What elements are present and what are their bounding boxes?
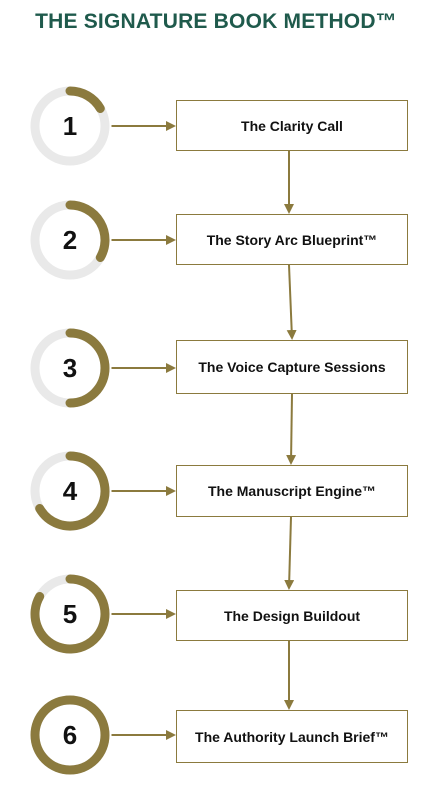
step-number-2: 2 [63, 225, 77, 255]
step-box-1: The Clarity Call [176, 100, 408, 151]
connectors [111, 121, 297, 740]
step-box-6: The Authority Launch Brief™ [176, 710, 408, 763]
step-box-3: The Voice Capture Sessions [176, 340, 408, 394]
step-box-5: The Design Buildout [176, 590, 408, 641]
ring-progress-2 [65, 200, 110, 262]
ring-progress-5 [30, 574, 110, 654]
arrow-to-next-2 [286, 264, 297, 340]
step-label-6: The Authority Launch Brief™ [195, 728, 389, 745]
step-number-4: 4 [63, 476, 78, 506]
step-number-3: 3 [63, 353, 77, 383]
arrow-to-next-3 [286, 393, 297, 465]
step-label-1: The Clarity Call [241, 117, 343, 134]
step-label-2: The Story Arc Blueprint™ [206, 231, 378, 248]
step-number-1: 1 [63, 111, 77, 141]
ring-progress-6 [30, 695, 110, 775]
arrow-to-next-4 [284, 516, 295, 590]
step-box-4: The Manuscript Engine™ [176, 465, 408, 517]
page-title: THE SIGNATURE BOOK METHOD™ [35, 10, 397, 33]
step-label-5: The Design Buildout [223, 607, 361, 624]
ring-progress-4 [35, 451, 110, 531]
step-rings: 1 2 3 4 5 6 [30, 86, 110, 775]
step-box-2: The Story Arc Blueprint™ [176, 214, 408, 265]
step-number-5: 5 [63, 599, 77, 629]
ring-progress-3 [65, 328, 110, 408]
ring-progress-1 [65, 86, 105, 114]
step-number-6: 6 [63, 720, 77, 750]
step-label-3: The Voice Capture Sessions [198, 359, 386, 375]
step-label-4: The Manuscript Engine™ [207, 483, 376, 499]
